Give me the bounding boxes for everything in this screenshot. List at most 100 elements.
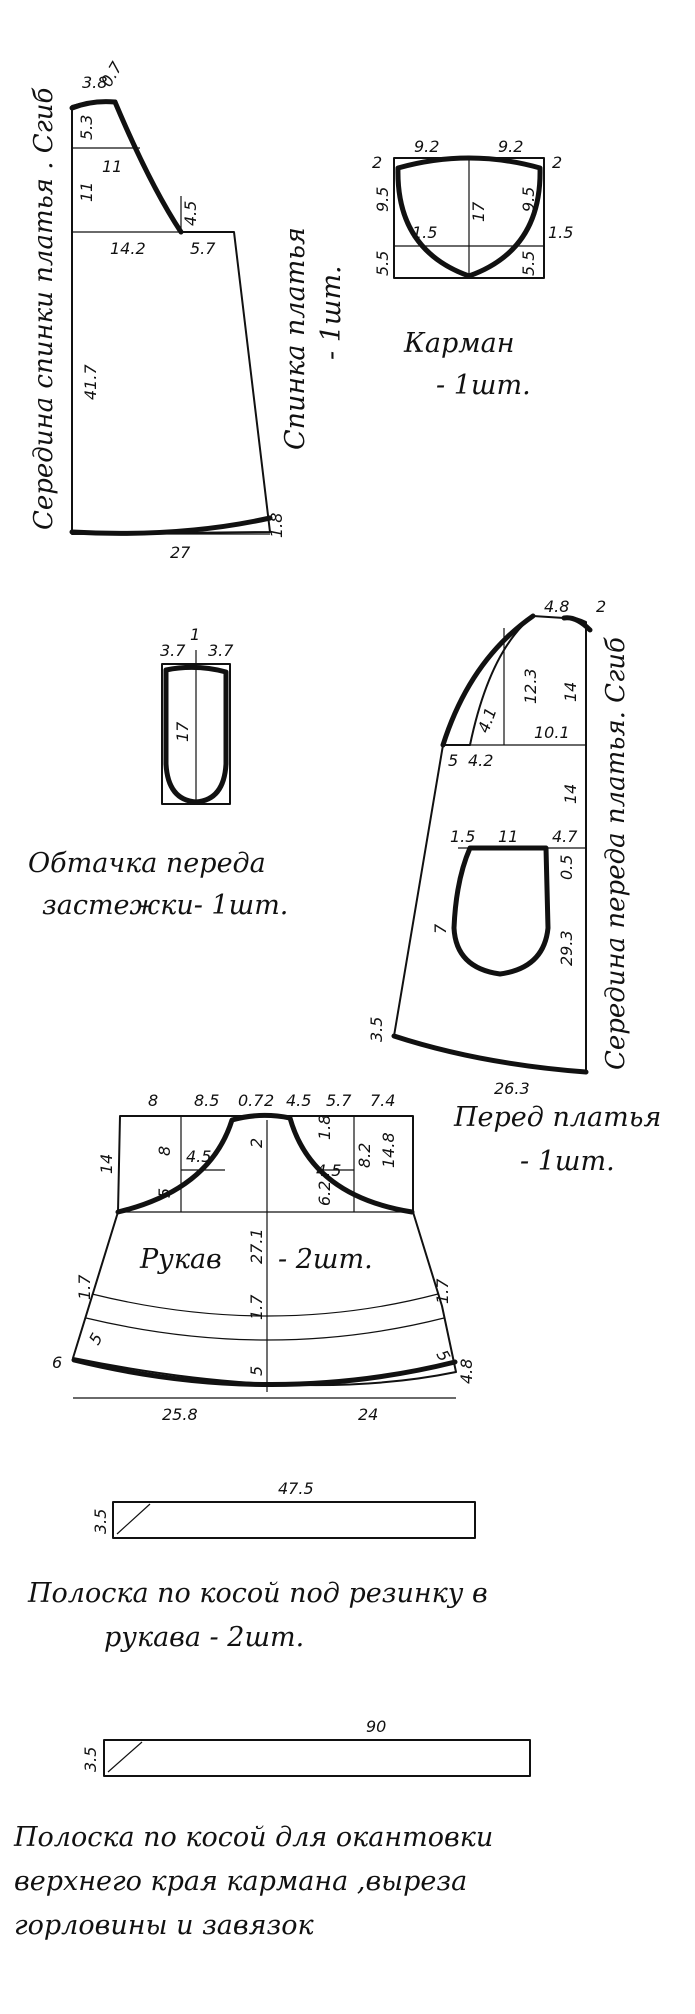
- sleeve-dim-top-1: 8: [148, 1091, 158, 1110]
- strip2-bias-mark: [107, 1741, 143, 1773]
- front-pocket-placement: [451, 845, 551, 977]
- pocket-dim-side-right: 9.5: [519, 187, 538, 212]
- sleeve-dim-left-lower: 5: [155, 1188, 174, 1198]
- front-armhole: [440, 613, 536, 748]
- back-hem: [69, 515, 273, 536]
- pocket-dim-top-left: 9.2: [414, 137, 439, 156]
- front-dim-pocket-gap: 4.7: [552, 827, 578, 846]
- sleeve-dim-right-lower: 6.2: [315, 1181, 334, 1206]
- strip2-caption-line2: верхнего края кармана ,выреза: [14, 1866, 467, 1897]
- strip1-caption-line2: рукава - 2шт.: [104, 1622, 304, 1653]
- sleeve-band-line-2: [85, 1317, 445, 1341]
- strip2-caption-line3: горловины и завязок: [14, 1910, 314, 1941]
- facing-dim-center: 1: [190, 625, 200, 644]
- front-dim-armhole-width: 4.2: [468, 751, 493, 770]
- strip1-dim-length: 47.5: [278, 1479, 314, 1498]
- back-dim-length: 41.7: [81, 364, 100, 400]
- front-dim-pocket-offset: 1.5: [450, 827, 475, 846]
- facing-dim-length: 17: [173, 721, 192, 742]
- back-neckline: [69, 99, 118, 111]
- pocket-dim-bottom-left: 5.5: [373, 251, 392, 276]
- sleeve-dim-cap-height: 27.1: [247, 1228, 266, 1264]
- strip2-dim-width: 3.5: [81, 1747, 100, 1772]
- front-dim-pocket-width: 11: [498, 827, 518, 846]
- sleeve-dim-right-upper: 8.2: [355, 1143, 374, 1168]
- back-title-line1: Спинка платья: [280, 227, 311, 450]
- front-piece: Середина переда платья. Сгиб Перед плать…: [367, 597, 661, 1177]
- facing-piece: 3.7 1 3.7 17 Обтачка переда застежки- 1ш…: [28, 625, 288, 921]
- pocket-piece: 9.2 9.2 2 2 9.5 9.5 1.5 1.5 17 5.5 5.5 К…: [372, 137, 573, 401]
- front-hem: [391, 1033, 589, 1075]
- facing-title-line2: застежки- 1шт.: [42, 890, 288, 921]
- front-dim-side-step: 5: [448, 751, 458, 770]
- sleeve-dim-hem-left-rise: 6: [52, 1353, 62, 1372]
- front-title-line2: - 1шт.: [520, 1146, 615, 1177]
- back-title-line2: - 1шт.: [316, 265, 347, 360]
- sleeve-dim-center-top: 2: [247, 1138, 266, 1148]
- pocket-dim-depth: 17: [469, 201, 488, 222]
- sleeve-dim-band-right: 1.7: [433, 1278, 452, 1304]
- pocket-title-line1: Карман: [403, 328, 515, 359]
- pocket-dim-bottom-right: 5.5: [519, 251, 538, 276]
- pocket-dim-corner-left: 2: [372, 153, 382, 172]
- front-dim-pocket-rise: 0.5: [557, 855, 576, 880]
- sleeve-piece: Рукав - 2шт. 8 8.5 0.7 2 4.5 5.7 7.4 14 …: [52, 1091, 476, 1424]
- sleeve-dim-left-curve: 4.5: [186, 1147, 211, 1166]
- sleeve-dim-cuff-center: 5: [247, 1366, 266, 1376]
- back-armhole: [112, 99, 184, 235]
- facing-outline: [163, 664, 229, 805]
- back-dim-neck-width: 3.8: [82, 73, 107, 92]
- front-dim-hem-width: 26.3: [494, 1079, 530, 1098]
- sleeve-dim-right-small: 1.8: [315, 1115, 334, 1140]
- front-dim-chest-width: 10.1: [534, 723, 570, 742]
- front-dim-chest-to-pocket: 14: [561, 784, 580, 804]
- back-dim-hem-rise: 1.8: [267, 513, 286, 538]
- pocket-dim-side-left: 9.5: [373, 187, 392, 212]
- front-dim-pocket-side: 7: [431, 923, 450, 934]
- facing-dim-left: 3.7: [160, 641, 186, 660]
- back-center-fold-label: Середина спинки платья . Сгиб: [29, 87, 59, 530]
- sleeve-dim-right-height: 14.8: [379, 1132, 398, 1168]
- pocket-dim-curve-left: 1.5: [412, 223, 437, 242]
- sleeve-dim-top-3: 0.7: [238, 1091, 264, 1110]
- sleeve-dim-top-7: 7.4: [370, 1091, 395, 1110]
- strip-binding-piece: 90 3.5 Полоска по косой для окантовки ве…: [13, 1717, 531, 1941]
- sleeve-dim-top-6: 5.7: [326, 1091, 352, 1110]
- sleeve-dim-band-left: 1.7: [75, 1274, 94, 1300]
- front-neckline: [561, 615, 593, 633]
- front-dim-hem-rise: 3.5: [367, 1017, 386, 1042]
- strip1-caption-line1: Полоска по косой под резинку в: [27, 1578, 488, 1609]
- back-piece: Середина спинки платья . Сгиб Спинка пла…: [29, 58, 347, 562]
- strip2-caption-line1: Полоска по косой для окантовки: [13, 1822, 493, 1853]
- strip1-outline: [112, 1501, 476, 1539]
- back-dim-shoulder: 11: [102, 157, 122, 176]
- sleeve-title-b: - 2шт.: [278, 1244, 373, 1275]
- back-dim-armhole-depth: 11: [77, 182, 96, 202]
- strip1-dim-width: 3.5: [91, 1509, 110, 1534]
- pocket-dim-curve-right: 1.5: [548, 223, 573, 242]
- back-dim-armhole-offset: 4.5: [181, 201, 200, 226]
- sleeve-dim-cuff-left: 5: [85, 1330, 107, 1348]
- sleeve-title-a: Рукав: [139, 1244, 222, 1275]
- sleeve-dim-left-upper: 8: [155, 1146, 174, 1156]
- sleeve-dim-top-4: 2: [264, 1091, 274, 1110]
- front-dim-shoulder-drop: 12.3: [521, 668, 540, 704]
- sleeve-dim-bottom-right: 24: [358, 1405, 378, 1424]
- facing-title-line1: Обтачка переда: [28, 848, 266, 879]
- back-dim-side: 5.7: [190, 239, 216, 258]
- sleeve-cap: [115, 1112, 415, 1215]
- sleeve-dim-right-curve: 4.5: [316, 1161, 341, 1180]
- strip2-dim-length: 90: [366, 1717, 386, 1736]
- front-dim-neck-width: 4.8: [544, 597, 569, 616]
- front-dim-neck-top: 2: [596, 597, 606, 616]
- strip1-bias-mark: [116, 1503, 151, 1535]
- back-dim-hem-width: 27: [170, 543, 191, 562]
- sleeve-dim-top-5: 4.5: [286, 1091, 311, 1110]
- sleeve-dim-top-2: 8.5: [194, 1091, 219, 1110]
- sleeve-dim-hem-right-rise: 4.8: [457, 1359, 476, 1384]
- front-title-line1: Перед платья: [453, 1102, 661, 1133]
- pocket-title-line2: - 1шт.: [436, 370, 531, 401]
- sleeve-dim-bottom-left: 25.8: [162, 1405, 198, 1424]
- strip2-outline: [103, 1739, 531, 1777]
